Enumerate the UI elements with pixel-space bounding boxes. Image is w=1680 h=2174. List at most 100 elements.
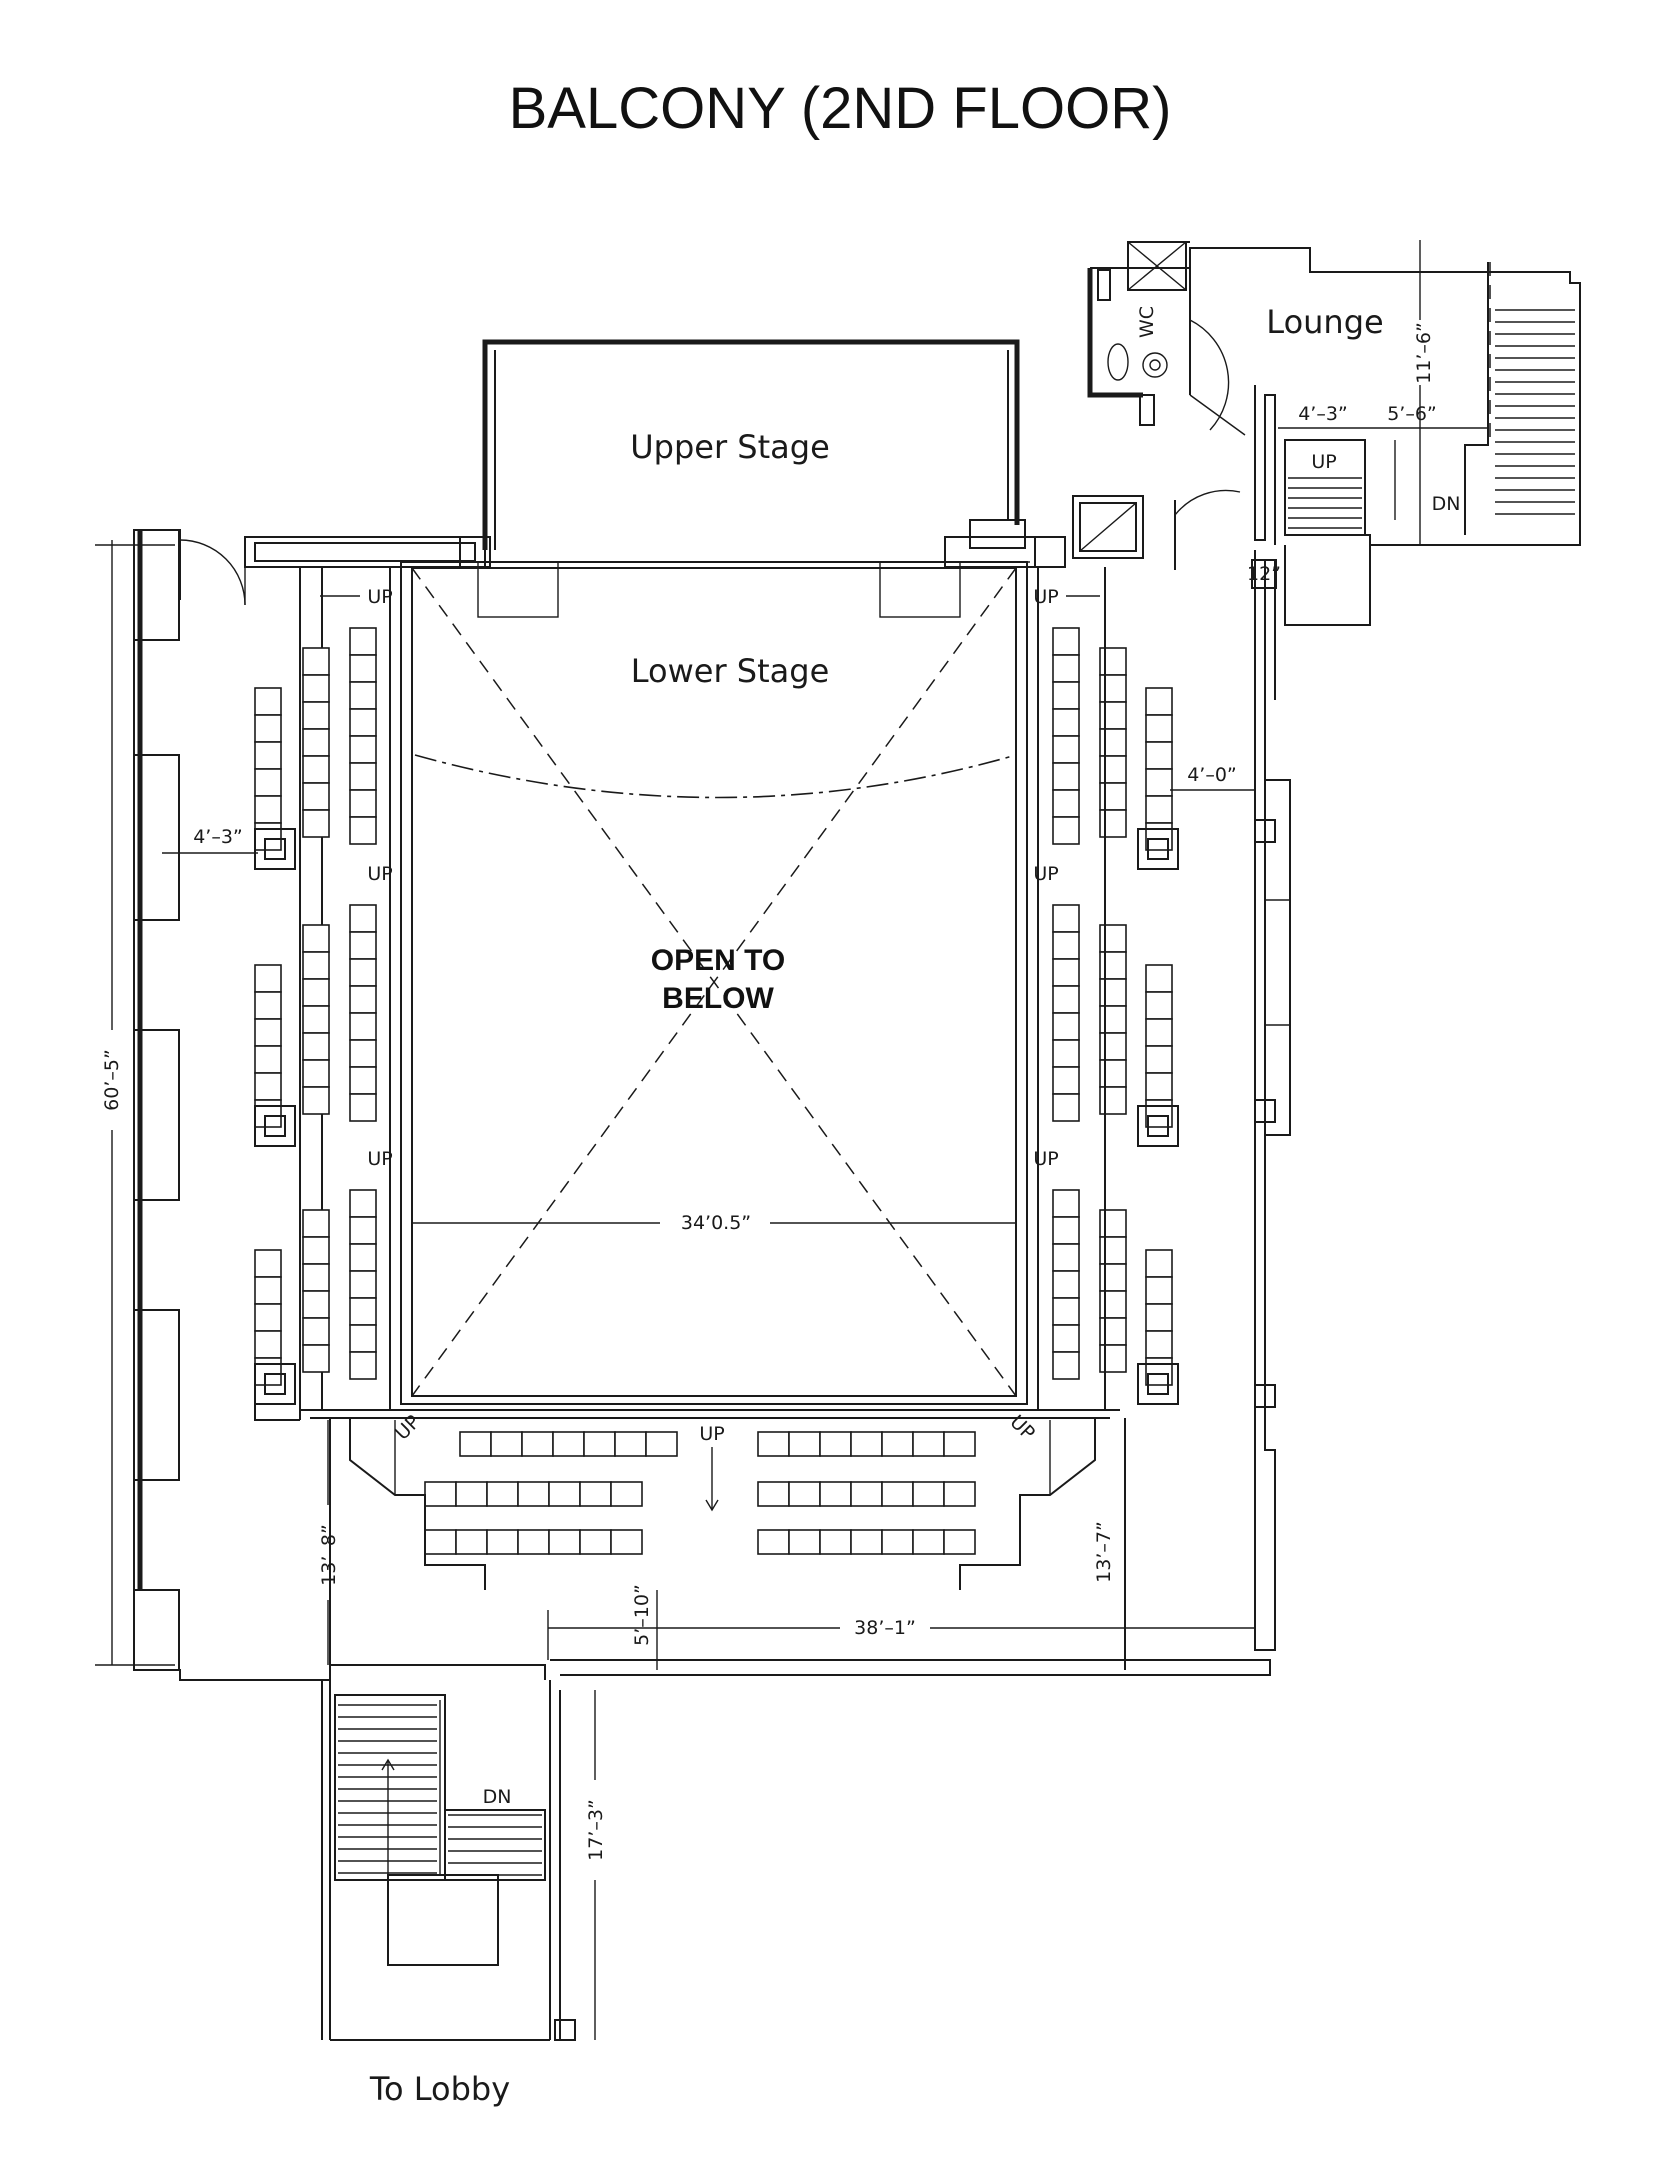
seat <box>254 822 282 851</box>
seat <box>521 1431 554 1457</box>
seat <box>1052 1351 1080 1380</box>
seat <box>1052 762 1080 791</box>
seat <box>645 1431 678 1457</box>
seat <box>757 1529 790 1555</box>
seat <box>1052 1066 1080 1095</box>
seat <box>1052 654 1080 683</box>
rear-right-depth-dimension: 13’–7” <box>1093 1521 1115 1583</box>
pit-width-dimension: 34’0.5” <box>681 1212 751 1234</box>
seat <box>757 1481 790 1507</box>
seat <box>1145 714 1173 743</box>
lounge-stair-dimension-b: 5’–6” <box>1387 403 1437 425</box>
seat <box>1099 674 1127 703</box>
seat <box>302 782 330 811</box>
seat <box>1145 1249 1173 1278</box>
seat <box>517 1481 550 1507</box>
seat <box>349 1039 377 1068</box>
seat <box>254 1249 282 1278</box>
up-label: UP <box>367 586 392 608</box>
seat <box>349 735 377 764</box>
seat <box>455 1481 488 1507</box>
pillar <box>254 1105 296 1147</box>
lounge-label: Lounge <box>1266 303 1383 341</box>
seat <box>254 1099 282 1128</box>
seat <box>1052 1324 1080 1353</box>
seat <box>614 1431 647 1457</box>
lounge-stair-dimension-a: 4’–3” <box>1298 403 1348 425</box>
outer-walls <box>133 529 1291 2041</box>
seat <box>455 1529 488 1555</box>
seat <box>490 1431 523 1457</box>
seat <box>349 627 377 656</box>
seat <box>1099 809 1127 838</box>
seat <box>1099 1086 1127 1115</box>
seat <box>349 1093 377 1122</box>
seat <box>349 1297 377 1326</box>
seat <box>349 1270 377 1299</box>
seat <box>850 1529 883 1555</box>
seat <box>254 1018 282 1047</box>
pillar <box>264 1115 286 1137</box>
seat <box>1052 931 1080 960</box>
up-label: UP <box>367 863 392 885</box>
left-seating-block <box>254 627 377 1405</box>
pillar <box>1147 1115 1169 1137</box>
seat <box>254 1072 282 1101</box>
lower-stage-label: Lower Stage <box>631 652 830 690</box>
seat <box>302 1059 330 1088</box>
lounge-depth-dimension: 11’–6” <box>1413 322 1435 384</box>
seat <box>349 1189 377 1218</box>
seat <box>1145 1330 1173 1359</box>
seat <box>1052 958 1080 987</box>
lounge-stair-treads <box>1495 309 1575 515</box>
seat <box>1145 1045 1173 1074</box>
seat <box>486 1481 519 1507</box>
seat <box>552 1431 585 1457</box>
rear-left-depth-dimension: 13’–8” <box>318 1524 340 1586</box>
seat <box>349 1066 377 1095</box>
seat <box>1099 1236 1127 1265</box>
seat <box>1052 1189 1080 1218</box>
seat <box>1052 789 1080 818</box>
seat <box>1052 1216 1080 1245</box>
seat <box>1145 991 1173 1020</box>
seat <box>1145 795 1173 824</box>
seat <box>349 931 377 960</box>
seat <box>548 1481 581 1507</box>
seat <box>349 1351 377 1380</box>
seat <box>349 1324 377 1353</box>
seat <box>1099 647 1127 676</box>
seat <box>1099 728 1127 757</box>
seat <box>1052 708 1080 737</box>
seat <box>912 1431 945 1457</box>
lobby-stair: DN To Lobby <box>334 1694 546 2108</box>
seat <box>302 978 330 1007</box>
seat <box>302 1317 330 1346</box>
rear-seating-block <box>424 1431 976 1555</box>
to-lobby-label: To Lobby <box>369 2070 510 2108</box>
upper-stage: Upper Stage <box>459 339 1066 568</box>
seat <box>1145 964 1173 993</box>
seat <box>349 762 377 791</box>
seat <box>788 1529 821 1555</box>
seat <box>610 1529 643 1555</box>
seat <box>1099 924 1127 953</box>
seat <box>349 1243 377 1272</box>
seat <box>302 701 330 730</box>
plan-title: BALCONY (2ND FLOOR) <box>509 76 1172 141</box>
seat <box>302 1263 330 1292</box>
right-aisle-dimension: 4’–0” <box>1187 764 1237 786</box>
seat <box>1099 1290 1127 1319</box>
seat <box>1052 1243 1080 1272</box>
seat <box>788 1481 821 1507</box>
seat <box>1145 1276 1173 1305</box>
seat <box>850 1431 883 1457</box>
seat <box>302 647 330 676</box>
seat <box>1099 782 1127 811</box>
seat <box>1145 768 1173 797</box>
left-aisle-dimension: 4’–3” <box>193 826 243 848</box>
up-label: UP <box>1033 586 1058 608</box>
seat <box>254 991 282 1020</box>
seat <box>254 1303 282 1332</box>
